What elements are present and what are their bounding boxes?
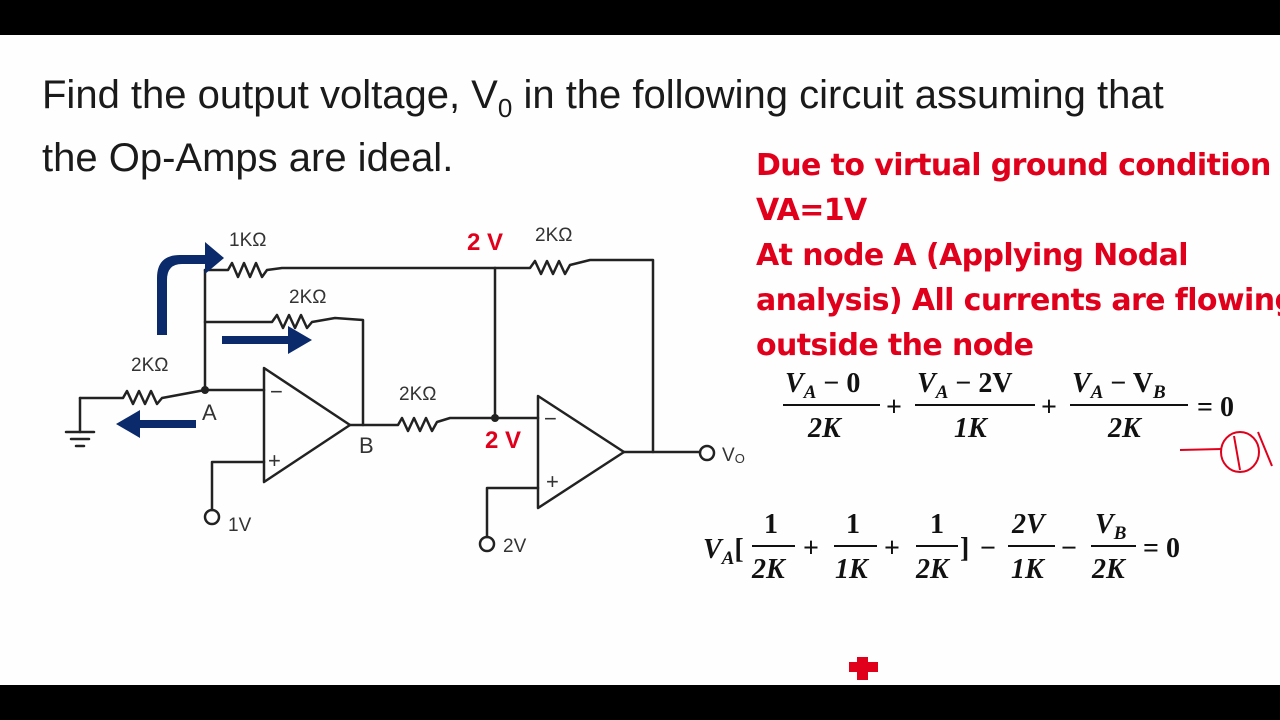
annotation-2v-top: 2 V	[467, 229, 503, 256]
svg-text:+: +	[1041, 392, 1057, 423]
label-node-a: A	[202, 400, 217, 425]
label-node-b: B	[359, 433, 374, 458]
label-src-2v: 2V	[503, 536, 527, 557]
note-line-4: analysis) All currents are flowing	[756, 283, 1280, 318]
arrow-up-right	[157, 242, 224, 335]
label-r-feedback: 2KΩ	[289, 287, 326, 308]
svg-text:−: −	[1061, 533, 1077, 564]
question-line-2: the Op-Amps are ideal.	[42, 136, 454, 180]
question-text: Find the output voltage, V0 in the follo…	[42, 70, 1272, 183]
handwritten-mark	[1179, 431, 1273, 473]
note-line-2: VA=1V	[756, 193, 867, 228]
circuit-diagram: 1KΩ 2KΩ 2KΩ 2KΩ 2KΩ A B 1V 2V VO − + − +…	[64, 225, 1273, 680]
opamp2-plus: +	[546, 469, 559, 494]
note-line-3: At node A (Applying Nodal	[756, 238, 1189, 273]
svg-text:1K: 1K	[835, 554, 870, 585]
letterbox-top	[0, 0, 1280, 35]
arrow-right	[222, 326, 312, 354]
opamp2-minus: −	[544, 406, 557, 431]
svg-text:1: 1	[764, 509, 778, 540]
svg-text:2K: 2K	[751, 554, 787, 585]
note-line-5: outside the node	[756, 328, 1034, 363]
label-r-top: 1KΩ	[229, 230, 266, 251]
svg-text:2K: 2K	[1091, 554, 1127, 585]
svg-text:2K: 2K	[807, 413, 843, 444]
slide: Find the output voltage, V0 in the follo…	[0, 35, 1280, 685]
op-amp-2	[536, 394, 626, 510]
label-src-1v: 1V	[228, 515, 252, 536]
op-amp-1	[262, 366, 352, 484]
solution-notes: Due to virtual ground condition VA=1V At…	[756, 143, 1280, 368]
svg-text:+: +	[886, 392, 902, 423]
label-r-top-right: 2KΩ	[535, 225, 572, 246]
node-mid-dot	[491, 414, 499, 422]
svg-text:+: +	[803, 533, 819, 564]
opamp1-minus: −	[270, 379, 283, 404]
svg-text:VA[: VA[	[703, 534, 744, 569]
letterbox-bottom	[0, 685, 1280, 720]
note-line-1: Due to virtual ground condition	[756, 148, 1271, 183]
svg-text:−: −	[980, 533, 996, 564]
svg-text:= 0: = 0	[1197, 392, 1234, 423]
svg-text:1: 1	[846, 509, 860, 540]
label-output: VO	[722, 445, 745, 466]
equation-1: VA − 0 2K + VA − 2V 1K + VA − VB 2K = 0	[783, 368, 1234, 444]
svg-text:VA − 0: VA − 0	[785, 368, 860, 403]
node-a-dot	[201, 386, 209, 394]
svg-text:VA − VB: VA − VB	[1072, 368, 1166, 403]
svg-text:1K: 1K	[954, 413, 989, 444]
source-2v-terminal	[478, 535, 496, 553]
cursor-plus-icon	[849, 657, 878, 680]
source-1v-terminal	[203, 508, 221, 526]
svg-text:2K: 2K	[1107, 413, 1143, 444]
label-r-ground: 2KΩ	[131, 355, 168, 376]
label-r-mid: 2KΩ	[399, 384, 436, 405]
svg-text:VB: VB	[1095, 509, 1126, 544]
opamp1-plus: +	[268, 448, 281, 473]
equation-2: VA[ 1 2K + 1 1K + 1 2K ] − 2V 1K − VB 2K…	[703, 509, 1180, 585]
svg-text:1K: 1K	[1011, 554, 1046, 585]
question-line-1: Find the output voltage, V0 in the follo…	[42, 73, 1164, 123]
svg-text:]: ]	[960, 533, 969, 564]
annotation-2v-mid: 2 V	[485, 427, 521, 454]
svg-text:VA − 2V: VA − 2V	[917, 368, 1013, 403]
svg-text:2V: 2V	[1011, 509, 1047, 540]
svg-text:= 0: = 0	[1143, 533, 1180, 564]
svg-text:1: 1	[930, 509, 944, 540]
output-terminal	[698, 444, 716, 462]
svg-text:+: +	[884, 533, 900, 564]
arrow-left	[116, 410, 196, 438]
svg-text:2K: 2K	[915, 554, 951, 585]
